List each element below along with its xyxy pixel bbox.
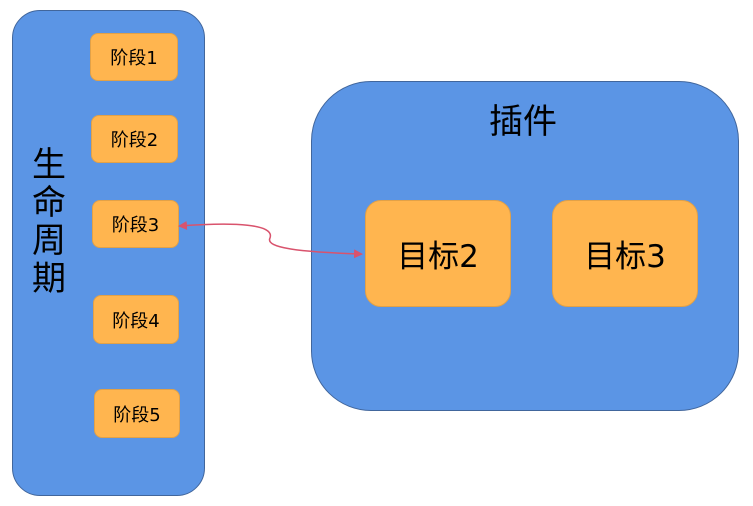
stage-5-box: 阶段5	[94, 389, 180, 438]
stage-1-box: 阶段1	[90, 33, 178, 81]
lifecycle-title: 生命周期	[32, 145, 66, 299]
target-2-box: 目标2	[365, 200, 511, 307]
target-3-box: 目标3	[552, 200, 698, 307]
stage-2-box: 阶段2	[91, 115, 178, 163]
plugin-title: 插件	[489, 102, 557, 142]
stage-3-box: 阶段3	[92, 200, 179, 248]
stage-4-box: 阶段4	[93, 295, 179, 344]
